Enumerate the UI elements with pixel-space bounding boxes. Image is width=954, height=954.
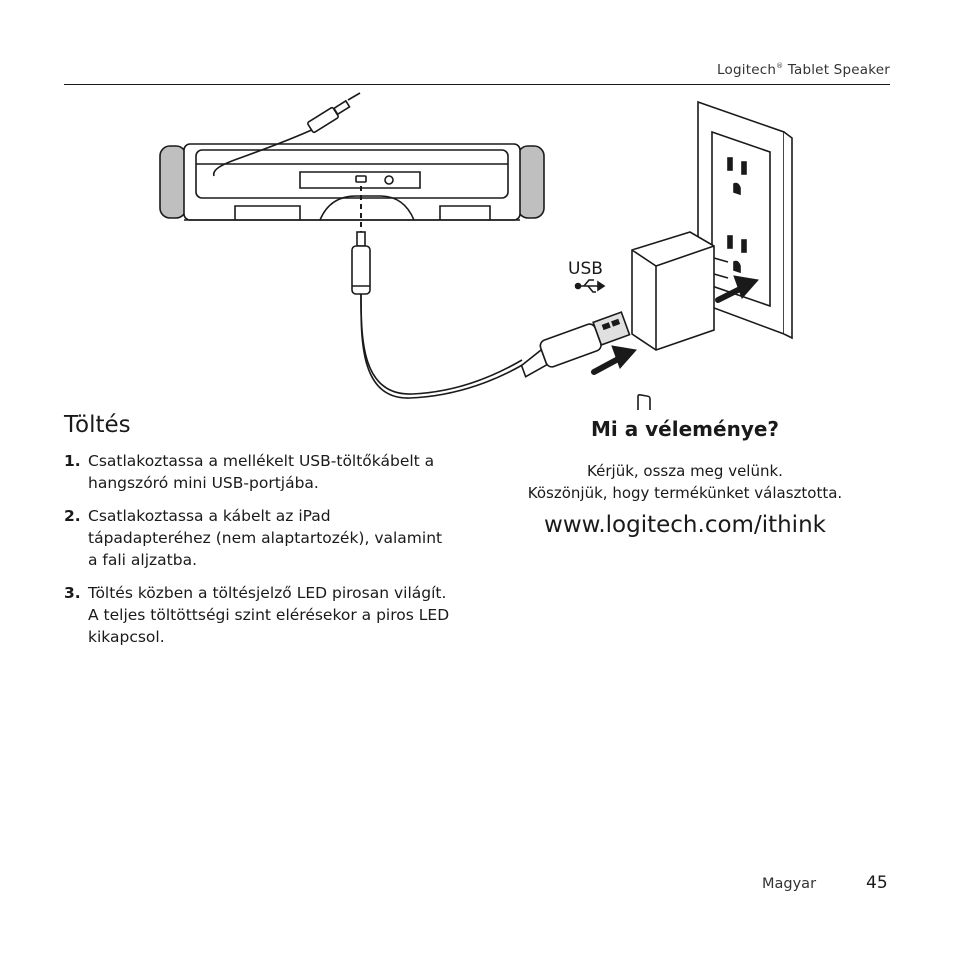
step-text: Csatlakoztassa a mellékelt USB-töltőkábe…	[88, 452, 435, 492]
step-text: Töltés közben a töltésjelző LED pirosan …	[88, 584, 450, 646]
feedback-line-2: Köszönjük, hogy termékünket választotta.	[527, 484, 843, 502]
charging-title: Töltés	[64, 412, 131, 438]
step-number: 2.	[64, 507, 81, 525]
audio-cable-icon	[212, 92, 361, 177]
charging-steps: 1. Csatlakoztassa a mellékelt USB-töltők…	[64, 450, 454, 659]
charging-illustration: USB	[159, 92, 793, 410]
step-item: 2. Csatlakoztassa a kábelt az iPad tápad…	[64, 505, 454, 571]
page-number: 45	[866, 873, 888, 893]
usb-symbol-icon	[574, 279, 606, 293]
footer-language: Magyar	[762, 876, 817, 892]
speaker-bar-icon	[159, 143, 545, 221]
usb-cable-icon	[360, 293, 525, 399]
wall-adapter-icon	[631, 231, 729, 410]
step-item: 3. Töltés közben a töltésjelző LED piros…	[64, 582, 454, 648]
step-number: 1.	[64, 452, 81, 470]
registered-mark: ®	[776, 62, 784, 70]
arrow-icon	[591, 275, 759, 375]
mini-usb-plug-icon	[351, 231, 371, 295]
usb-label: USB	[568, 259, 603, 279]
brand-name: Logitech	[717, 62, 777, 78]
step-text: Csatlakoztassa a kábelt az iPad tápadapt…	[88, 507, 443, 569]
usb-plug-icon	[520, 311, 631, 378]
header-title: Logitech® Tablet Speaker	[717, 62, 890, 78]
step-item: 1. Csatlakoztassa a mellékelt USB-töltők…	[64, 450, 454, 494]
feedback-title: Mi a véleménye?	[590, 417, 780, 441]
page-header: Logitech® Tablet Speaker	[64, 62, 890, 85]
feedback-section: Mi a véleménye? Kérjük, ossza meg velünk…	[480, 414, 890, 538]
step-number: 3.	[64, 584, 81, 602]
product-name: Tablet Speaker	[787, 62, 890, 78]
feedback-url-link[interactable]: www.logitech.com/ithink	[544, 512, 826, 538]
feedback-line-1: Kérjük, ossza meg velünk.	[587, 462, 783, 480]
